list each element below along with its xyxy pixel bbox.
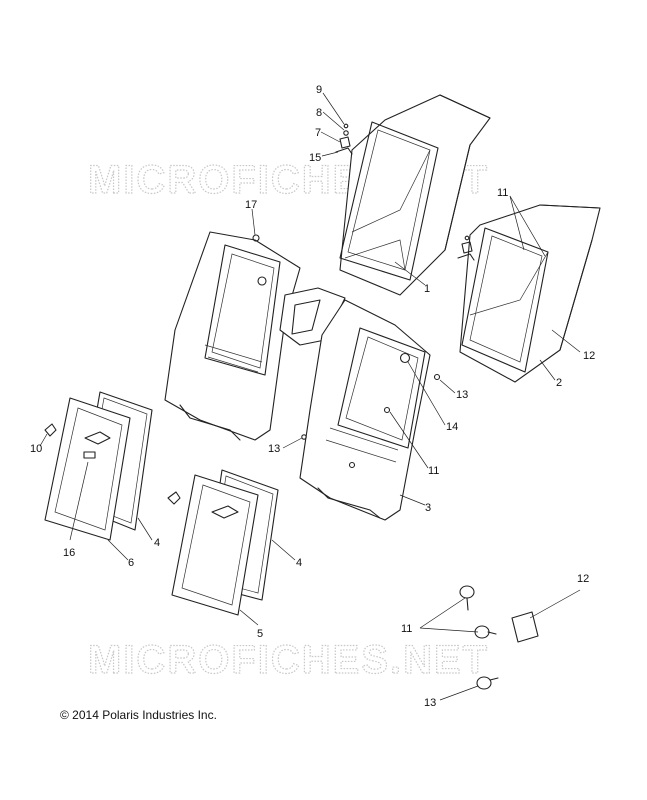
leader-lines <box>39 92 581 701</box>
fastener-set-upper <box>335 123 353 155</box>
callout-labels: 9 8 7 15 17 1 11 12 2 13 14 11 3 13 10 4… <box>30 84 595 709</box>
hardware-11-screw-a <box>459 585 475 611</box>
callout-16: 16 <box>63 547 75 559</box>
clip-10-left <box>44 423 57 437</box>
part-2-storage-box <box>459 204 601 383</box>
clip-10-mid <box>167 491 181 505</box>
callout-11-lower: 11 <box>401 623 412 635</box>
callout-9: 9 <box>316 84 322 96</box>
callout-12-lower: 12 <box>577 573 589 585</box>
callout-11-upper: 11 <box>497 187 508 199</box>
callout-6: 6 <box>128 557 134 569</box>
part-3-panel <box>299 299 431 521</box>
callout-10: 10 <box>30 443 42 455</box>
callout-17: 17 <box>245 199 257 211</box>
callout-13-lower: 13 <box>424 697 436 709</box>
callout-13-right: 13 <box>456 389 468 401</box>
clip-13-mid <box>301 434 307 440</box>
callout-3: 3 <box>425 502 431 514</box>
callout-1: 1 <box>424 283 430 295</box>
callout-4-mid: 4 <box>296 557 302 569</box>
fastener-set-right <box>457 235 475 261</box>
hardware-11-screw-b <box>474 625 497 639</box>
callout-7: 7 <box>315 127 321 139</box>
part-5-door <box>171 469 279 616</box>
part-6-door <box>44 391 153 541</box>
callout-12-upper: 12 <box>583 350 595 362</box>
clip-13-right <box>433 373 441 381</box>
hardware-12-nut <box>511 611 539 643</box>
callout-13-mid: 13 <box>268 443 280 455</box>
watermark-bottom: MICROFICHES.NET <box>88 638 489 682</box>
callout-5: 5 <box>257 628 263 640</box>
left-panel <box>164 231 301 441</box>
callout-4-left: 4 <box>154 537 160 549</box>
copyright-text: © 2014 Polaris Industries Inc. <box>60 708 217 722</box>
callout-11-mid: 11 <box>428 465 439 477</box>
callout-8: 8 <box>316 107 322 119</box>
part-1-storage-box <box>339 94 491 296</box>
hardware-13-clip <box>476 676 499 690</box>
callout-14: 14 <box>446 421 458 433</box>
callout-2: 2 <box>556 377 562 389</box>
callout-15: 15 <box>309 152 321 164</box>
